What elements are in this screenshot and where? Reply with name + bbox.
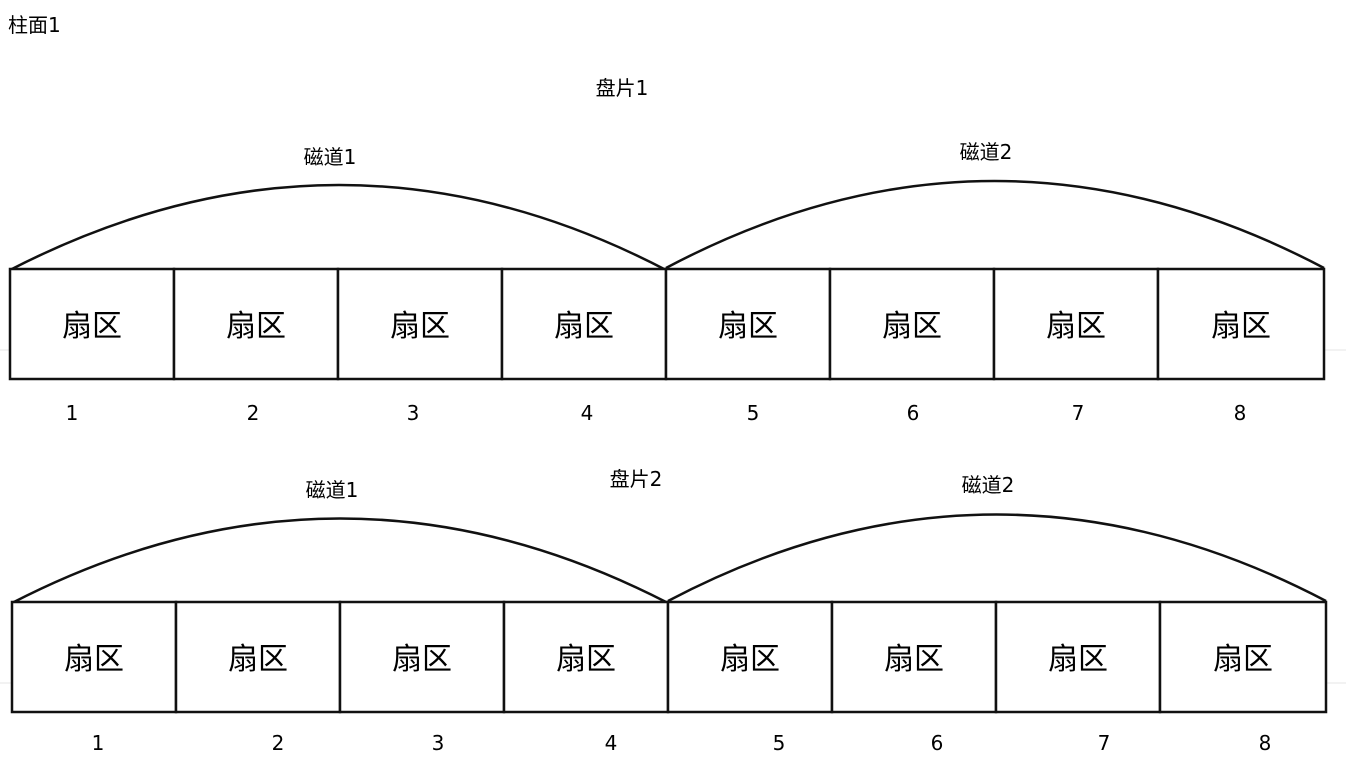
platter-2-sector-number: 1: [91, 731, 105, 755]
platter-2-sector-label: 扇区: [720, 642, 780, 677]
cylinder-label: 柱面1: [8, 13, 61, 37]
platter-2-sector-box: [338, 600, 506, 714]
platter-1-sector-label: 扇区: [62, 309, 122, 344]
platter-1-sector-number: 7: [1071, 401, 1085, 425]
platter-1-sector-label: 扇区: [554, 309, 614, 344]
platter-1-track-1-arc: [9, 183, 667, 272]
platter-1-sector-number: 4: [580, 401, 594, 425]
platter-2-sector-box: [502, 600, 670, 714]
platter-2-sector-number: 7: [1097, 731, 1111, 755]
platter-1-sector-label: 扇区: [1211, 309, 1271, 344]
platter-2-sector-number: 3: [431, 731, 445, 755]
platter-1-sector-box: [992, 267, 1160, 381]
platter-2-sector-box: [174, 600, 342, 714]
platter-1-sector-label: 扇区: [1046, 309, 1106, 344]
platter-2-sector-label: 扇区: [556, 642, 616, 677]
platter-2-track-2-label: 磁道2: [961, 473, 1015, 497]
platter-1-sector-number: 2: [246, 401, 260, 425]
platter-2-track-1-arc: [11, 517, 669, 605]
platter-2-sector-label: 扇区: [1048, 642, 1108, 677]
platter-1-sector-box: [336, 267, 504, 381]
platter-2-sector-number: 5: [772, 731, 786, 755]
platter-2-sector-box: [830, 600, 998, 714]
platter-2-title: 盘片2: [609, 467, 663, 491]
platter-1-sector-box: [828, 267, 996, 381]
platter-1-sector-number: 3: [406, 401, 420, 425]
platter-2-sector-box: [10, 600, 178, 714]
platter-1-sector-label: 扇区: [390, 309, 450, 344]
platter-2-sector-label: 扇区: [884, 642, 944, 677]
platter-1-track-2-label: 磁道2: [959, 140, 1013, 164]
platter-1-sector-number: 6: [906, 401, 920, 425]
platter-2-sector-number: 4: [604, 731, 618, 755]
platter-2-track-2-arc: [667, 513, 1327, 603]
platter-2-sector-label: 扇区: [64, 642, 124, 677]
platter-2-sector-box: [666, 600, 834, 714]
platter-1-sector-box: [500, 267, 668, 381]
platter-1-sector-number: 8: [1233, 401, 1247, 425]
platter-1-sector-box: [664, 267, 832, 381]
platter-1-sector-box: [172, 267, 340, 381]
platter-1-sector-label: 扇区: [718, 309, 778, 344]
platter-2-sector-label: 扇区: [1213, 642, 1273, 677]
platter-2-sector-number: 8: [1258, 731, 1272, 755]
platter-2-sector-label: 扇区: [392, 642, 452, 677]
platter-2-sector-number: 2: [271, 731, 285, 755]
platter-1-sector-label: 扇区: [882, 309, 942, 344]
platter-1-sector-label: 扇区: [226, 309, 286, 344]
platter-1-title: 盘片1: [595, 76, 649, 100]
platter-1-sector-number: 1: [65, 401, 79, 425]
platter-1-track-1-label: 磁道1: [303, 145, 357, 169]
platter-2-sector-box: [1158, 600, 1328, 714]
platter-2-sector-number: 6: [930, 731, 944, 755]
platter-2-sector-label: 扇区: [228, 642, 288, 677]
platter-1-sector-number: 5: [746, 401, 760, 425]
platter-1-sector-box: [1156, 267, 1326, 381]
platter-1-track-2-arc: [665, 179, 1325, 270]
platter-2-track-1-label: 磁道1: [305, 478, 359, 502]
platter-1-sector-box: [8, 267, 176, 381]
